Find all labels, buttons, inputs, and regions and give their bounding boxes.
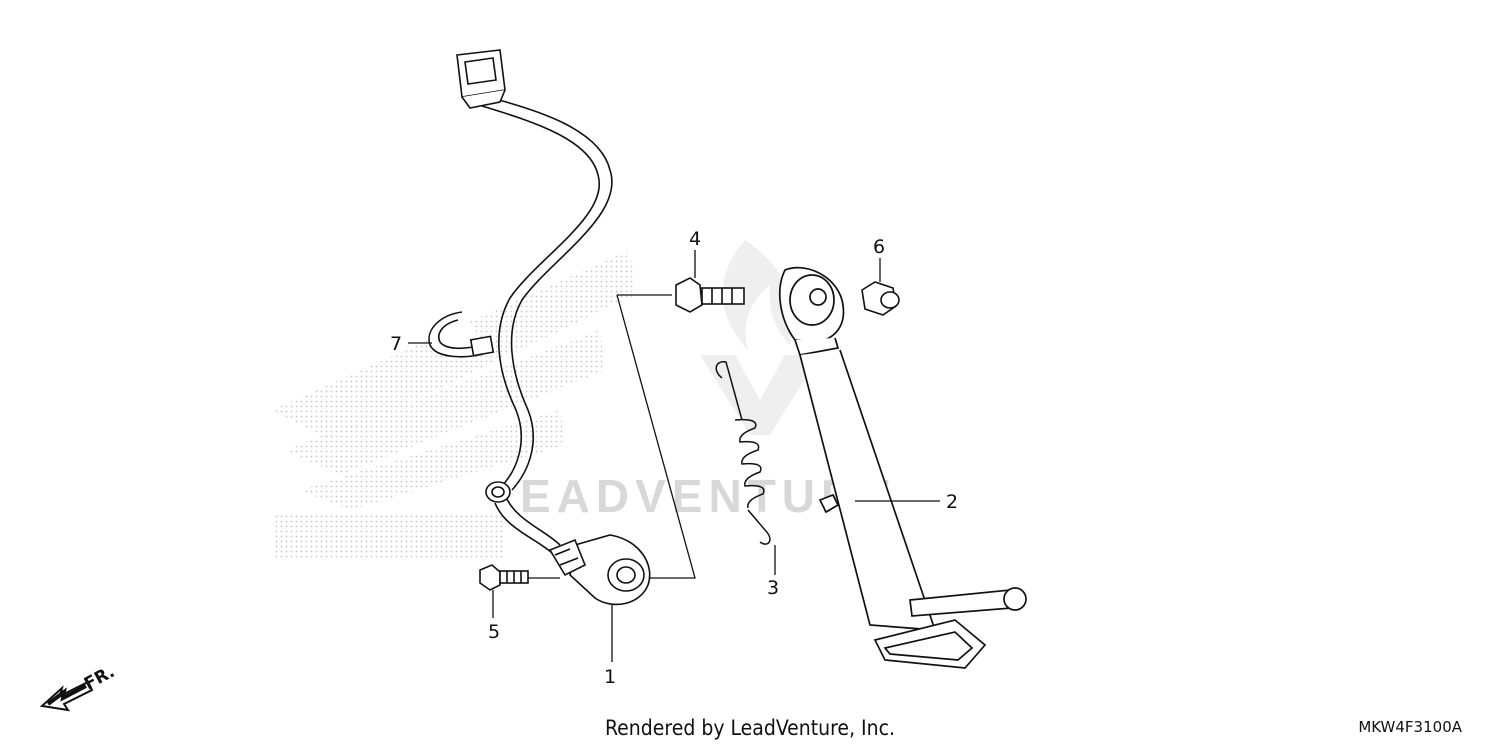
side-stand-spring [715, 361, 771, 545]
footer-credit: Rendered by LeadVenture, Inc. [605, 716, 895, 740]
leader-lines [408, 250, 940, 662]
wire-harness [479, 94, 613, 554]
callout-3: 3 [767, 577, 779, 599]
callout-7: 7 [390, 333, 402, 355]
diagram-code: MKW4F3100A [1358, 718, 1462, 736]
wire-grommet [485, 481, 511, 503]
callout-4: 4 [689, 228, 701, 250]
side-stand [778, 266, 1027, 669]
lock-nut [861, 281, 900, 316]
harness-connector [456, 49, 506, 109]
callout-6: 6 [873, 236, 885, 258]
callout-5: 5 [488, 621, 500, 643]
side-stand-switch [548, 534, 651, 606]
switch-bolt [479, 564, 529, 591]
callout-2: 2 [946, 491, 958, 513]
front-arrow-icon: FR. [39, 662, 118, 712]
pivot-bolt [675, 277, 745, 313]
callout-1: 1 [604, 666, 616, 688]
harness-clip [428, 311, 495, 358]
